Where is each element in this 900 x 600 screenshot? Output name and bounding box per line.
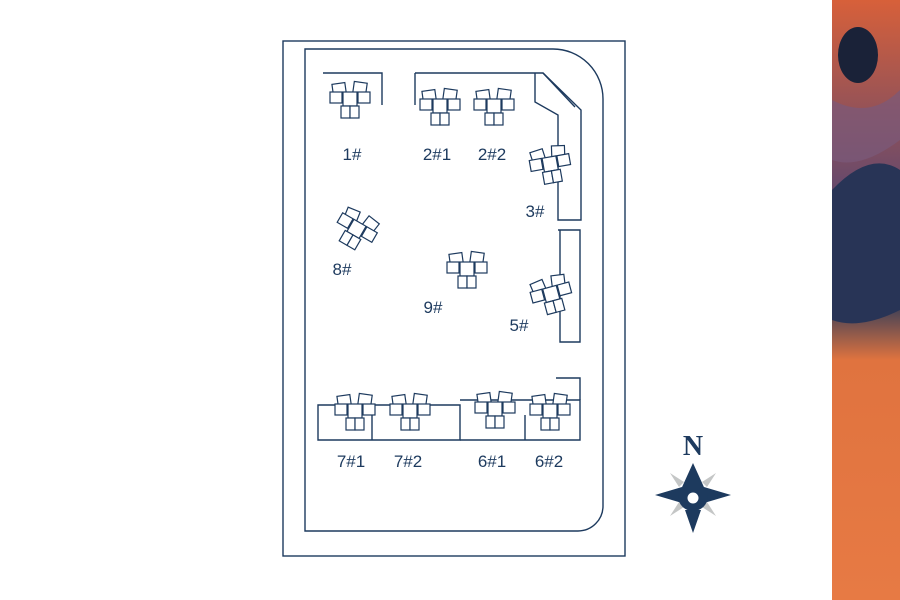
building-7-2[interactable] <box>389 392 431 431</box>
building-6-1[interactable] <box>474 390 516 429</box>
site-inner-boundary <box>304 48 604 532</box>
building-label: 6#1 <box>478 452 506 471</box>
compass-rose-icon: N <box>655 431 731 533</box>
building-5[interactable] <box>526 271 577 319</box>
building-label: 2#2 <box>478 145 506 164</box>
decorative-artwork-strip <box>832 0 900 600</box>
building-7-1[interactable] <box>334 392 376 431</box>
building-label: 2#1 <box>423 145 451 164</box>
building-2-1[interactable] <box>419 87 461 126</box>
building-3[interactable] <box>526 142 574 187</box>
building-label: 1# <box>343 145 362 164</box>
site-outer-boundary <box>282 40 626 557</box>
north-label: N <box>683 431 703 462</box>
building-label: 9# <box>424 298 443 317</box>
building-label: 5# <box>510 316 529 335</box>
building-2-2[interactable] <box>473 87 515 126</box>
building-6-2[interactable] <box>529 392 571 431</box>
building-1[interactable] <box>329 80 371 119</box>
building-label: 6#2 <box>535 452 563 471</box>
building-label: 7#2 <box>394 452 422 471</box>
building-label: 7#1 <box>337 452 365 471</box>
podium-outlines <box>317 72 582 441</box>
building-label: 3# <box>526 202 545 221</box>
building-label: 8# <box>333 260 352 279</box>
building-9[interactable] <box>446 250 488 289</box>
building-8[interactable] <box>329 203 384 256</box>
